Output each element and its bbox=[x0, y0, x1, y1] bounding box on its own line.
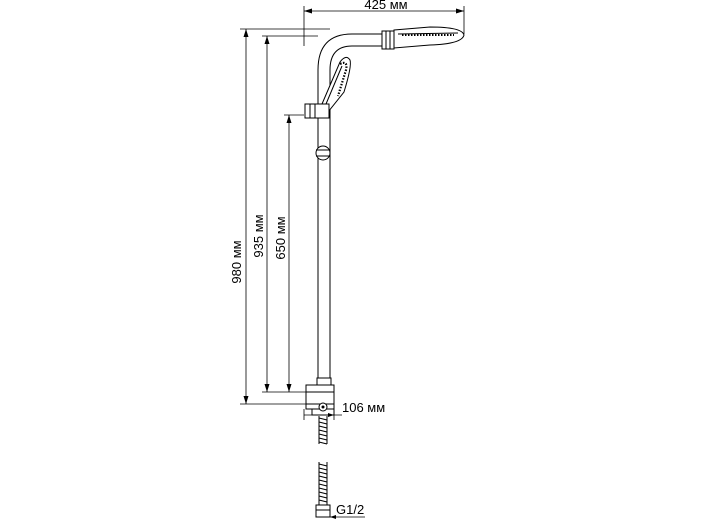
dimension-650-label: 650 мм bbox=[273, 216, 288, 259]
adjustment-knob bbox=[315, 145, 331, 161]
dimension-980-label: 980 мм bbox=[229, 240, 244, 283]
thread-callout: G1/2 bbox=[330, 502, 365, 519]
dimension-650: 650 мм bbox=[273, 114, 304, 392]
dimension-980: 980 мм bbox=[229, 28, 330, 405]
dimension-935-label: 935 мм bbox=[251, 214, 266, 257]
overhead-shower-head bbox=[381, 26, 465, 50]
dimension-106-label: 106 мм bbox=[342, 400, 385, 415]
hand-shower bbox=[321, 56, 351, 113]
dimension-425-label: 425 мм bbox=[364, 0, 407, 12]
riser-pipe bbox=[317, 33, 384, 380]
dimension-935: 935 мм bbox=[251, 35, 318, 393]
flexible-hose-lower bbox=[315, 462, 331, 518]
wall-connection-block bbox=[305, 377, 335, 416]
hand-shower-holder bbox=[304, 103, 330, 119]
thread-label: G1/2 bbox=[336, 502, 364, 517]
flexible-hose-upper bbox=[318, 416, 328, 445]
dimension-106: 106 мм bbox=[303, 400, 385, 420]
dimension-425: 425 мм bbox=[303, 0, 465, 46]
